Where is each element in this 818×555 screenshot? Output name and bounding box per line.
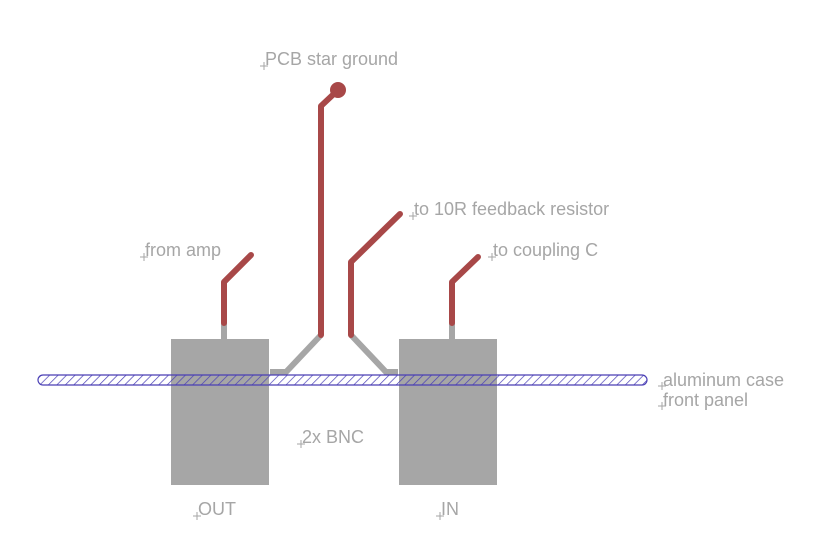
label-aluminum-case: aluminum case: [663, 370, 784, 390]
label-in: IN: [441, 499, 459, 519]
bnc-in-connector: [399, 339, 497, 485]
from-amp-wire: [221, 252, 254, 326]
star-ground-wire: [318, 87, 341, 338]
out-ground-lead: [270, 332, 324, 375]
label-out: OUT: [198, 499, 236, 519]
bnc-out-connector: [171, 339, 269, 485]
label-coupling-c: to coupling C: [493, 240, 598, 260]
coupling-wire: [449, 254, 481, 326]
label-front-panel: front panel: [663, 390, 748, 410]
label-origin-markers: [140, 62, 666, 520]
front-panel: [37, 374, 648, 386]
label-pcb-star-ground: PCB star ground: [265, 49, 398, 69]
star-ground-point: [330, 82, 346, 98]
label-from-amp: from amp: [145, 240, 221, 260]
label-2x-bnc: 2x BNC: [302, 427, 364, 447]
feedback-wire: [348, 211, 403, 338]
label-feedback-resistor: to 10R feedback resistor: [414, 199, 609, 219]
in-ground-lead: [348, 332, 398, 375]
